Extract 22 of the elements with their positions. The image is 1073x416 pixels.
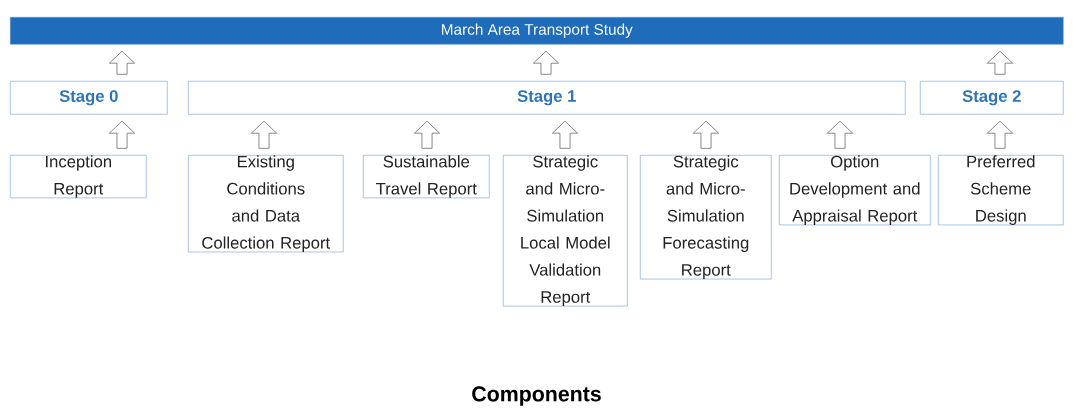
arrow [986, 50, 1014, 75]
report-box: Option Development and Appraisal Report [779, 155, 931, 226]
stage-box: Stage 2 [920, 81, 1064, 115]
report-box: Preferred Scheme Design [938, 155, 1064, 226]
arrow [826, 120, 854, 149]
arrow [108, 50, 136, 75]
report-box: Strategic and Micro-Simulation Local Model Validation Report [503, 155, 628, 307]
report-box: Existing Conditions and Data Collection Report [188, 155, 344, 253]
arrow [413, 120, 441, 149]
stage-box: Stage 1 [188, 81, 906, 115]
arrow [551, 120, 579, 149]
caption: Components [472, 386, 601, 406]
arrow [250, 120, 278, 149]
title-bar: March Area Transport Study [10, 17, 1064, 45]
stage-box: Stage 0 [10, 81, 168, 115]
report-box: Strategic and Micro-Simulation Forecasting Report [640, 155, 772, 280]
report-box: Sustainable Travel Report [363, 155, 490, 199]
arrow [692, 120, 720, 149]
arrow [108, 120, 136, 149]
arrow [532, 50, 560, 75]
report-box: Inception Report [10, 155, 147, 199]
arrow [986, 120, 1014, 149]
